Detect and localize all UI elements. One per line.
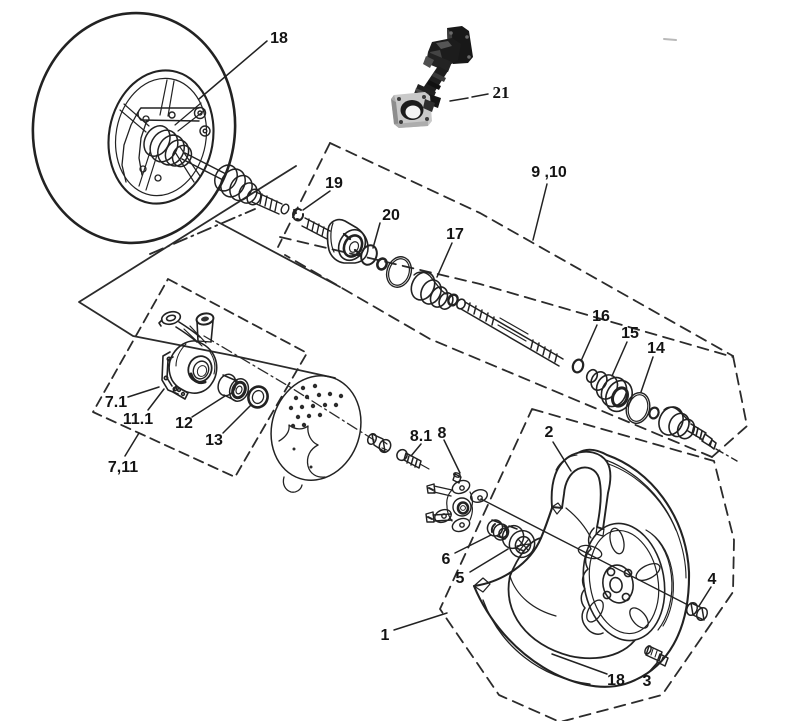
svg-text:16: 16 xyxy=(592,308,610,325)
svg-text:18: 18 xyxy=(270,30,288,47)
svg-text:14: 14 xyxy=(647,340,665,357)
svg-text:7.1: 7.1 xyxy=(105,394,127,411)
svg-text:18: 18 xyxy=(607,672,625,689)
svg-text:11.1: 11.1 xyxy=(123,411,153,428)
svg-text:15: 15 xyxy=(621,325,639,342)
svg-text:4: 4 xyxy=(708,571,717,588)
svg-text:8.1: 8.1 xyxy=(410,428,432,445)
svg-text:5: 5 xyxy=(456,570,465,587)
svg-text:3: 3 xyxy=(643,673,652,690)
svg-text:9 ,10: 9 ,10 xyxy=(531,164,567,181)
svg-text:1: 1 xyxy=(381,627,390,644)
svg-text:2: 2 xyxy=(545,424,554,441)
svg-text:13: 13 xyxy=(205,432,223,449)
svg-text:7,11: 7,11 xyxy=(108,459,138,476)
svg-text:12: 12 xyxy=(175,415,193,432)
svg-text:6: 6 xyxy=(442,551,451,568)
svg-text:17: 17 xyxy=(446,226,464,243)
svg-text:21: 21 xyxy=(493,83,510,102)
svg-text:8: 8 xyxy=(438,425,447,442)
svg-text:19: 19 xyxy=(325,175,343,192)
svg-text:20: 20 xyxy=(382,207,400,224)
